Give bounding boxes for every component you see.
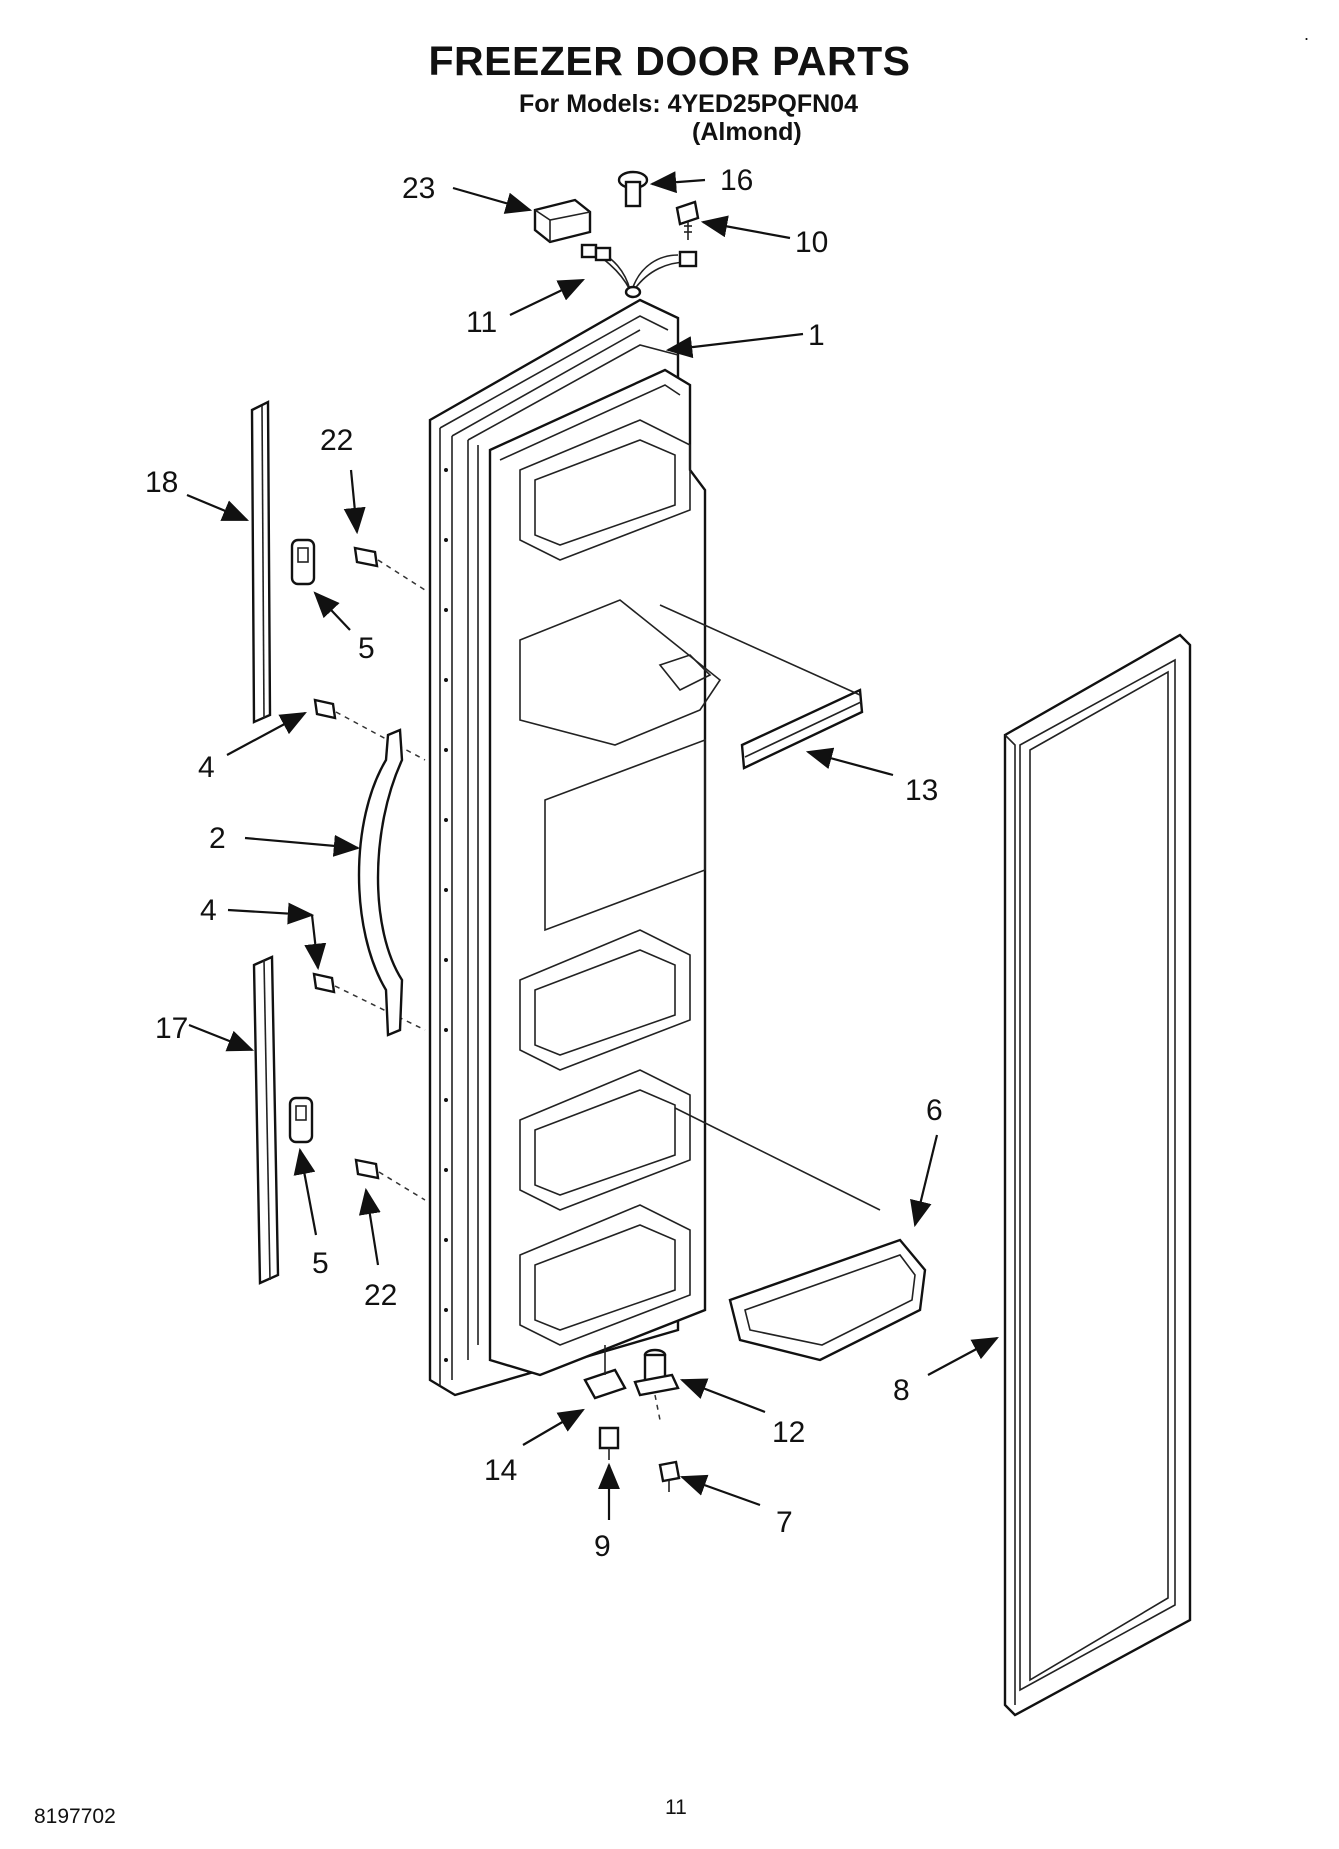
document-number: 8197702 xyxy=(34,1805,116,1828)
wire-harness xyxy=(580,243,698,299)
callout-12: 12 xyxy=(772,1416,805,1449)
callout-14: 14 xyxy=(484,1454,517,1487)
callout-5-lower: 5 xyxy=(312,1247,329,1280)
clip-5-lower xyxy=(288,1096,314,1144)
plug-16 xyxy=(617,170,649,208)
screw-22-lower xyxy=(354,1158,426,1201)
callout-4-lower: 4 xyxy=(200,894,217,927)
callout-4-upper: 4 xyxy=(198,751,215,784)
connector-23 xyxy=(533,198,592,244)
screw-13 xyxy=(598,1426,620,1460)
door-gasket xyxy=(1003,633,1192,1717)
clip-5-upper xyxy=(290,538,316,586)
callout-22-upper: 22 xyxy=(320,424,353,457)
screw-4-upper xyxy=(313,698,426,761)
hinge-14 xyxy=(583,1345,627,1400)
models-line: For Models: 4YED25PQFN04 xyxy=(519,90,858,118)
screw-7 xyxy=(658,1460,681,1492)
screw-22-upper xyxy=(353,546,426,591)
corner-mark: . xyxy=(1304,24,1310,44)
screw-4-lower xyxy=(312,972,426,1031)
leader-lines xyxy=(186,171,999,1520)
callout-1: 1 xyxy=(808,319,825,352)
shelf-bar-9 xyxy=(659,604,864,770)
page-number: 11 xyxy=(665,1796,687,1819)
callout-10: 10 xyxy=(795,226,828,259)
callout-5-upper: 5 xyxy=(358,632,375,665)
callout-7: 7 xyxy=(776,1506,793,1539)
hinge-pin-12 xyxy=(633,1348,680,1421)
door-bin-6 xyxy=(674,1107,927,1362)
callout-11: 11 xyxy=(466,306,497,339)
color-variant: (Almond) xyxy=(692,118,802,146)
callout-18: 18 xyxy=(145,466,178,499)
freezer-door xyxy=(428,298,722,1397)
callout-23: 23 xyxy=(402,172,435,205)
callout-9: 13 xyxy=(905,774,938,807)
trim-18 xyxy=(250,400,272,724)
callout-13: 9 xyxy=(594,1530,611,1563)
callout-17: 17 xyxy=(155,1012,188,1045)
callout-22-lower: 22 xyxy=(364,1279,397,1312)
callout-8: 8 xyxy=(893,1374,910,1407)
callout-6: 6 xyxy=(926,1094,943,1127)
page-title: FREEZER DOOR PARTS xyxy=(428,38,911,84)
callout-2: 2 xyxy=(209,822,226,855)
callout-16: 16 xyxy=(720,164,753,197)
door-handle xyxy=(357,728,404,1037)
screw-10 xyxy=(675,200,700,240)
trim-17 xyxy=(252,955,280,1285)
